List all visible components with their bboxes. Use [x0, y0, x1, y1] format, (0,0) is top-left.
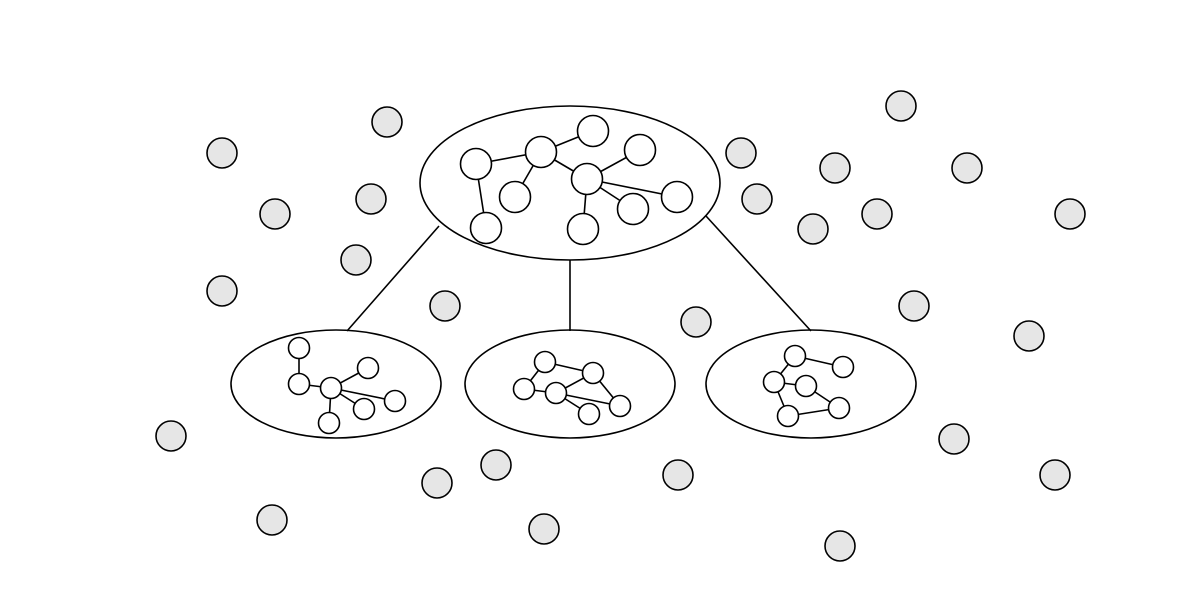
left-cluster-node: [352, 397, 376, 421]
right-cluster-node: [794, 374, 818, 398]
left-cluster-node: [317, 411, 341, 435]
top-cluster-node: [576, 114, 610, 148]
isolated-node: [725, 137, 757, 169]
isolated-node: [206, 137, 238, 169]
isolated-node: [741, 183, 773, 215]
top-cluster-ellipse: [419, 105, 721, 261]
middle-cluster-ellipse: [464, 329, 676, 439]
middle-cluster-node: [533, 350, 557, 374]
isolated-node: [797, 213, 829, 245]
isolated-node: [371, 106, 403, 138]
top-cluster-node: [469, 211, 503, 245]
isolated-node: [340, 244, 372, 276]
top-cluster-node: [524, 135, 558, 169]
isolated-node: [861, 198, 893, 230]
top-cluster-node: [498, 180, 532, 214]
isolated-node: [429, 290, 461, 322]
top-cluster-node: [616, 192, 650, 226]
isolated-node: [898, 290, 930, 322]
isolated-node: [824, 530, 856, 562]
left-cluster-node: [383, 389, 407, 413]
isolated-node: [256, 504, 288, 536]
isolated-node: [421, 467, 453, 499]
right-cluster-node: [827, 396, 851, 420]
isolated-node: [680, 306, 712, 338]
isolated-node: [951, 152, 983, 184]
top-cluster-node: [459, 147, 493, 181]
isolated-node: [1039, 459, 1071, 491]
top-cluster-node: [570, 162, 604, 196]
top-cluster-node: [623, 133, 657, 167]
isolated-node: [155, 420, 187, 452]
left-cluster-node: [319, 376, 343, 400]
left-cluster-node: [356, 356, 380, 380]
isolated-node: [259, 198, 291, 230]
right-cluster-node: [831, 355, 855, 379]
hierarchy-link-left: [346, 225, 440, 332]
isolated-node: [662, 459, 694, 491]
isolated-node: [885, 90, 917, 122]
isolated-node: [1054, 198, 1086, 230]
isolated-node: [938, 423, 970, 455]
middle-cluster-node: [608, 394, 632, 418]
isolated-node: [480, 449, 512, 481]
isolated-node: [355, 183, 387, 215]
left-cluster-node: [287, 372, 311, 396]
right-cluster-node: [783, 344, 807, 368]
right-cluster-ellipse: [705, 329, 917, 439]
left-cluster-ellipse: [230, 329, 442, 439]
middle-cluster-node: [577, 402, 601, 426]
isolated-node: [1013, 320, 1045, 352]
top-cluster-node: [660, 180, 694, 214]
middle-cluster-node: [512, 377, 536, 401]
isolated-node: [819, 152, 851, 184]
left-cluster-node: [287, 336, 311, 360]
hierarchy-link-right: [705, 215, 812, 332]
right-cluster-node: [776, 404, 800, 428]
isolated-node: [206, 275, 238, 307]
top-cluster-node: [566, 212, 600, 246]
isolated-node: [528, 513, 560, 545]
middle-cluster-node: [544, 381, 568, 405]
middle-cluster-node: [581, 361, 605, 385]
right-cluster-node: [762, 370, 786, 394]
